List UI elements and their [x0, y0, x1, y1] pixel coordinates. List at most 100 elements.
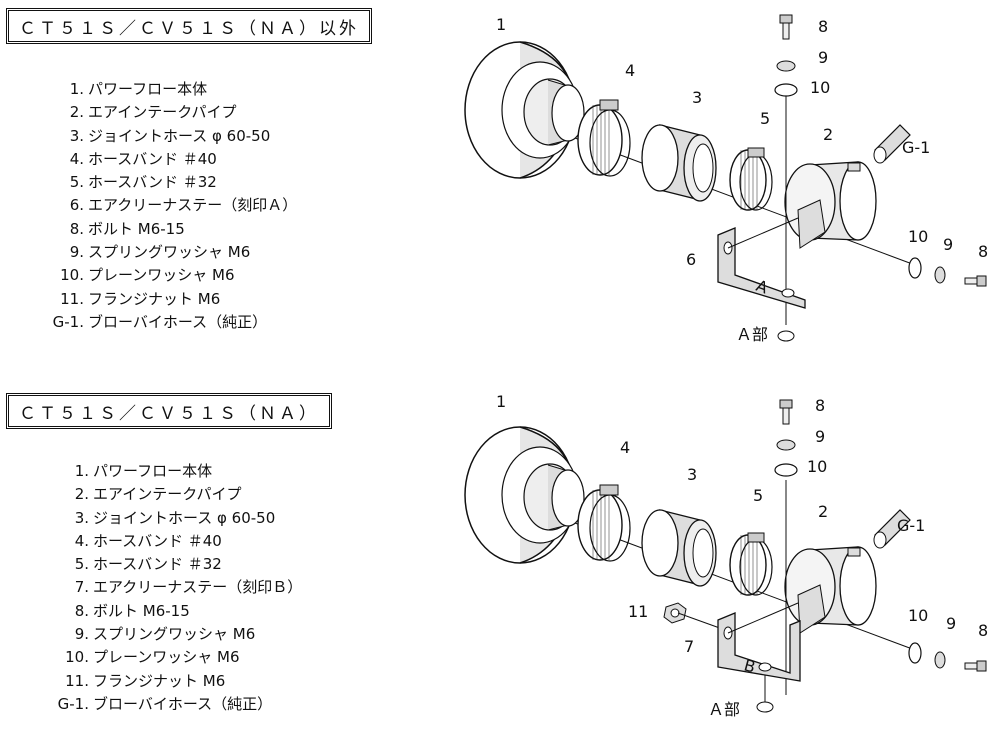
parts-list-item: 8.ボルト M6-15 [75, 600, 302, 623]
part-name: ブローバイホース（純正） [93, 694, 273, 713]
part-number: 10. [65, 648, 89, 667]
part-number: 7. [74, 578, 89, 597]
part-name: ホースバンド ＃32 [93, 555, 222, 574]
part-number: 4. [74, 531, 89, 550]
part-name: ジョイントホース φ 60-50 [93, 508, 276, 527]
part-number: 3. [74, 508, 89, 527]
parts-list-item: 11.フランジナット M6 [65, 670, 302, 693]
part-name: ジョイントホース φ 60-50 [88, 126, 271, 145]
parts-list: 1.パワーフロー本体 2.エアインテークパイプ 3.ジョイントホース φ 60-… [58, 460, 303, 716]
callout-6: 6 [686, 250, 696, 269]
part-number: 10. [60, 266, 84, 285]
parts-list-item: 1.パワーフロー本体 [75, 460, 302, 483]
parts-list-item: 11.フランジナット M6 [60, 288, 297, 311]
part-name: エアインテークパイプ [88, 103, 237, 122]
callout-9: 9 [818, 48, 828, 67]
spring-washer [776, 439, 796, 451]
part-name: プレーンワッシャ M6 [88, 266, 235, 285]
callout-g1: G-1 [897, 516, 925, 535]
part-name: ホースバンド ＃40 [93, 531, 222, 550]
section-other-models: ＣＴ５１Ｓ／ＣＶ５１Ｓ（ＮＡ）以外 1.パワーフロー本体 2.エアインテークパイ… [0, 0, 1000, 360]
callout-1: 1 [496, 392, 506, 411]
part-number: 2. [69, 103, 84, 122]
callout-10: 10 [810, 78, 830, 97]
intake-pipe [784, 546, 877, 634]
stamp-label: B [742, 656, 758, 677]
parts-list-item: 2.エアインテークパイプ [75, 483, 302, 506]
part-name: ホースバンド ＃32 [88, 173, 217, 192]
part-number: 9. [74, 625, 89, 644]
part-number: 5. [69, 173, 84, 192]
part-number: 9. [69, 243, 84, 262]
part-name: パワーフロー本体 [93, 462, 213, 480]
part-name: エアインテークパイプ [93, 485, 242, 504]
hose-band-32 [729, 532, 773, 596]
parts-list-item: 4.ホースバンド ＃40 [70, 148, 297, 171]
parts-list-item: 10.プレーンワッシャ M6 [60, 264, 297, 287]
spring-washer [934, 651, 946, 669]
section-title: ＣＴ５１Ｓ／ＣＶ５１Ｓ（ＮＡ） [6, 393, 332, 429]
plain-washer [774, 463, 798, 477]
callout-9: 9 [946, 614, 956, 633]
hose-band-40 [577, 99, 631, 177]
parts-list-item: 4.ホースバンド ＃40 [75, 530, 302, 553]
air-cleaner-stay: B [717, 612, 801, 682]
parts-list-item: 10.プレーンワッシャ M6 [65, 646, 302, 669]
power-flow-body [464, 426, 585, 564]
part-name: エアクリーナステー（刻印Ｂ） [93, 578, 303, 597]
bolt [964, 660, 987, 672]
part-name: フランジナット M6 [93, 671, 226, 690]
power-flow-body [464, 41, 585, 179]
callout-8: 8 [978, 242, 988, 261]
part-name: スプリングワッシャ M6 [93, 625, 256, 644]
part-number: 6. [69, 196, 84, 215]
parts-list-item: 1.パワーフロー本体 [70, 78, 297, 101]
part-number: G-1. [52, 312, 84, 331]
parts-list-item: G-1.ブローバイホース（純正） [58, 693, 302, 716]
parts-list-item: 9.スプリングワッシャ M6 [70, 241, 297, 264]
part-name: スプリングワッシャ M6 [88, 243, 251, 262]
part-a-marker [756, 701, 774, 713]
blow-by-hose [873, 124, 911, 164]
callout-2: 2 [818, 502, 828, 521]
parts-list-item: 3.ジョイントホース φ 60-50 [70, 125, 297, 148]
parts-list-item: G-1.ブローバイホース（純正） [53, 311, 297, 334]
part-number: 4. [69, 149, 84, 168]
callout-4: 4 [620, 438, 630, 457]
plain-washer [908, 257, 922, 279]
flange-nut [663, 602, 687, 624]
joint-hose [641, 509, 717, 587]
part-number: G-1. [57, 694, 89, 713]
joint-hose [641, 124, 717, 202]
part-number: 3. [69, 126, 84, 145]
part-name: ボルト M6-15 [88, 219, 185, 238]
callout-9: 9 [943, 235, 953, 254]
part-name: ボルト M6-15 [93, 601, 190, 620]
section-na-models: ＣＴ５１Ｓ／ＣＶ５１Ｓ（ＮＡ） 1.パワーフロー本体 2.エアインテークパイプ … [0, 385, 1000, 745]
blow-by-hose [873, 509, 911, 549]
callout-10: 10 [908, 227, 928, 246]
bolt [964, 275, 987, 287]
callout-3: 3 [692, 88, 702, 107]
part-a-label: Ａ部 [736, 325, 768, 344]
air-cleaner-stay: A [717, 227, 806, 309]
parts-list-item: 2.エアインテークパイプ [70, 101, 297, 124]
callout-11: 11 [628, 602, 648, 621]
parts-list-item: 5.ホースバンド ＃32 [75, 553, 302, 576]
parts-list-item: 9.スプリングワッシャ M6 [75, 623, 302, 646]
callout-5: 5 [753, 486, 763, 505]
parts-list-item: 7.エアクリーナステー（刻印Ｂ） [75, 576, 303, 599]
hose-band-32 [729, 147, 773, 211]
plain-washer [908, 642, 922, 664]
part-name: プレーンワッシャ M6 [93, 648, 240, 667]
hose-band-40 [577, 484, 631, 562]
parts-list-item: 3.ジョイントホース φ 60-50 [75, 507, 302, 530]
spring-washer [776, 60, 796, 72]
bolt [779, 14, 793, 40]
callout-8: 8 [818, 17, 828, 36]
part-name: エアクリーナステー（刻印Ａ） [88, 196, 298, 215]
callout-10: 10 [807, 457, 827, 476]
part-number: 8. [69, 219, 84, 238]
callout-2: 2 [823, 125, 833, 144]
parts-list-item: 5.ホースバンド ＃32 [70, 171, 297, 194]
